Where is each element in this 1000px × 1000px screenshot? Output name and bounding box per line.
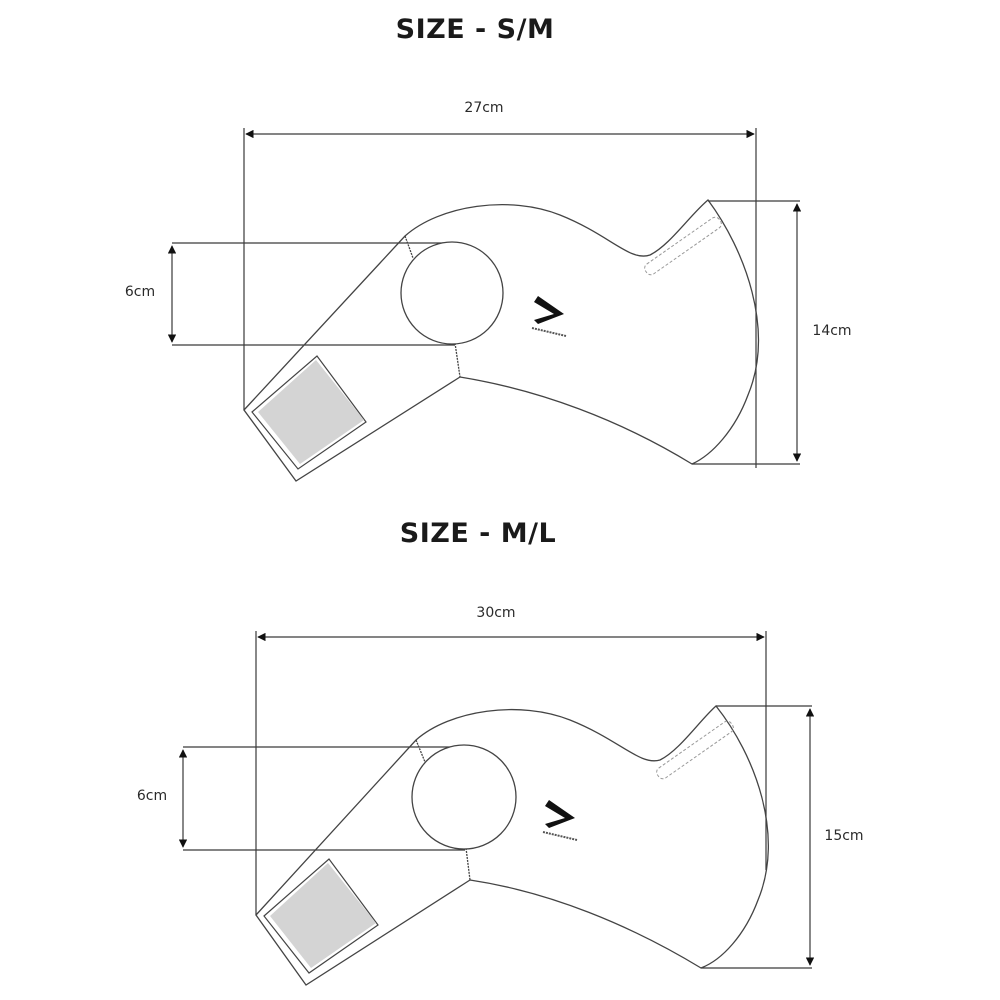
size-sm-width-label: 27cm: [464, 100, 504, 116]
size-sm-mask-outline: [243, 199, 760, 482]
size-sm-height-dimension: [692, 200, 802, 465]
size-ml-width-dimension: [255, 631, 767, 915]
size-sm-height-label: 14cm: [812, 323, 852, 339]
size-ml-title: SIZE - M/L: [399, 518, 557, 549]
size-sm-filter-patch: [251, 355, 367, 470]
size-ml-height-label: 15cm: [824, 828, 864, 844]
size-ml-width-label: 30cm: [476, 605, 516, 621]
size-ml-valve-circle: [411, 744, 517, 850]
size-sm-filter-label: 6cm: [124, 284, 156, 300]
size-sm-width-dimension: [243, 128, 757, 468]
size-ml-brand-logo-icon: [542, 800, 578, 841]
size-sm-brand-logo-icon: [531, 296, 567, 337]
size-ml-mask-outline: [255, 705, 769, 986]
size-sm-valve-circle: [400, 241, 504, 345]
size-ml-filter-patch: [263, 858, 379, 974]
size-ml-filter-label: 6cm: [136, 788, 168, 804]
size-ml-filter-dimension: [178, 746, 465, 851]
size-ml-height-dimension: [701, 705, 815, 969]
size-sm-title: SIZE - S/M: [395, 14, 555, 45]
